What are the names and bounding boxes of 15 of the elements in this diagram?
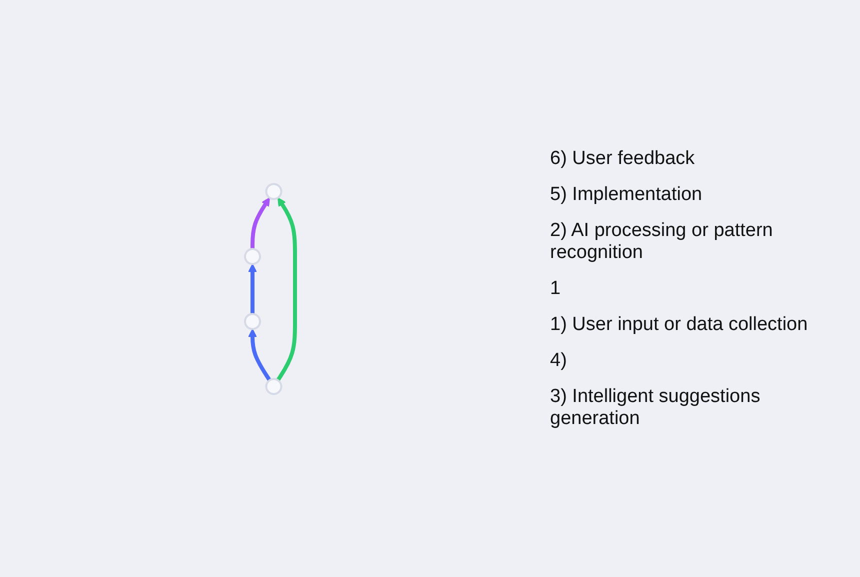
node-circle [244, 312, 261, 330]
step-label: 2) AI processing or pattern recognition [550, 220, 774, 264]
node-circle [244, 248, 261, 264]
node-circle [265, 378, 282, 394]
step-label: 1) User input or data collection [550, 314, 809, 336]
arrow [250, 196, 270, 248]
step-label: 6) User feedback [550, 148, 696, 170]
arrow [248, 263, 257, 314]
step-label: 3) Intelligent suggestions generation [550, 386, 762, 430]
step-label: 1 [550, 278, 562, 300]
arrow [276, 196, 297, 381]
node-circle [265, 182, 282, 200]
step-label: 4) [550, 350, 568, 372]
step-label: 5) Implementation [550, 184, 704, 206]
arrow [248, 328, 272, 381]
